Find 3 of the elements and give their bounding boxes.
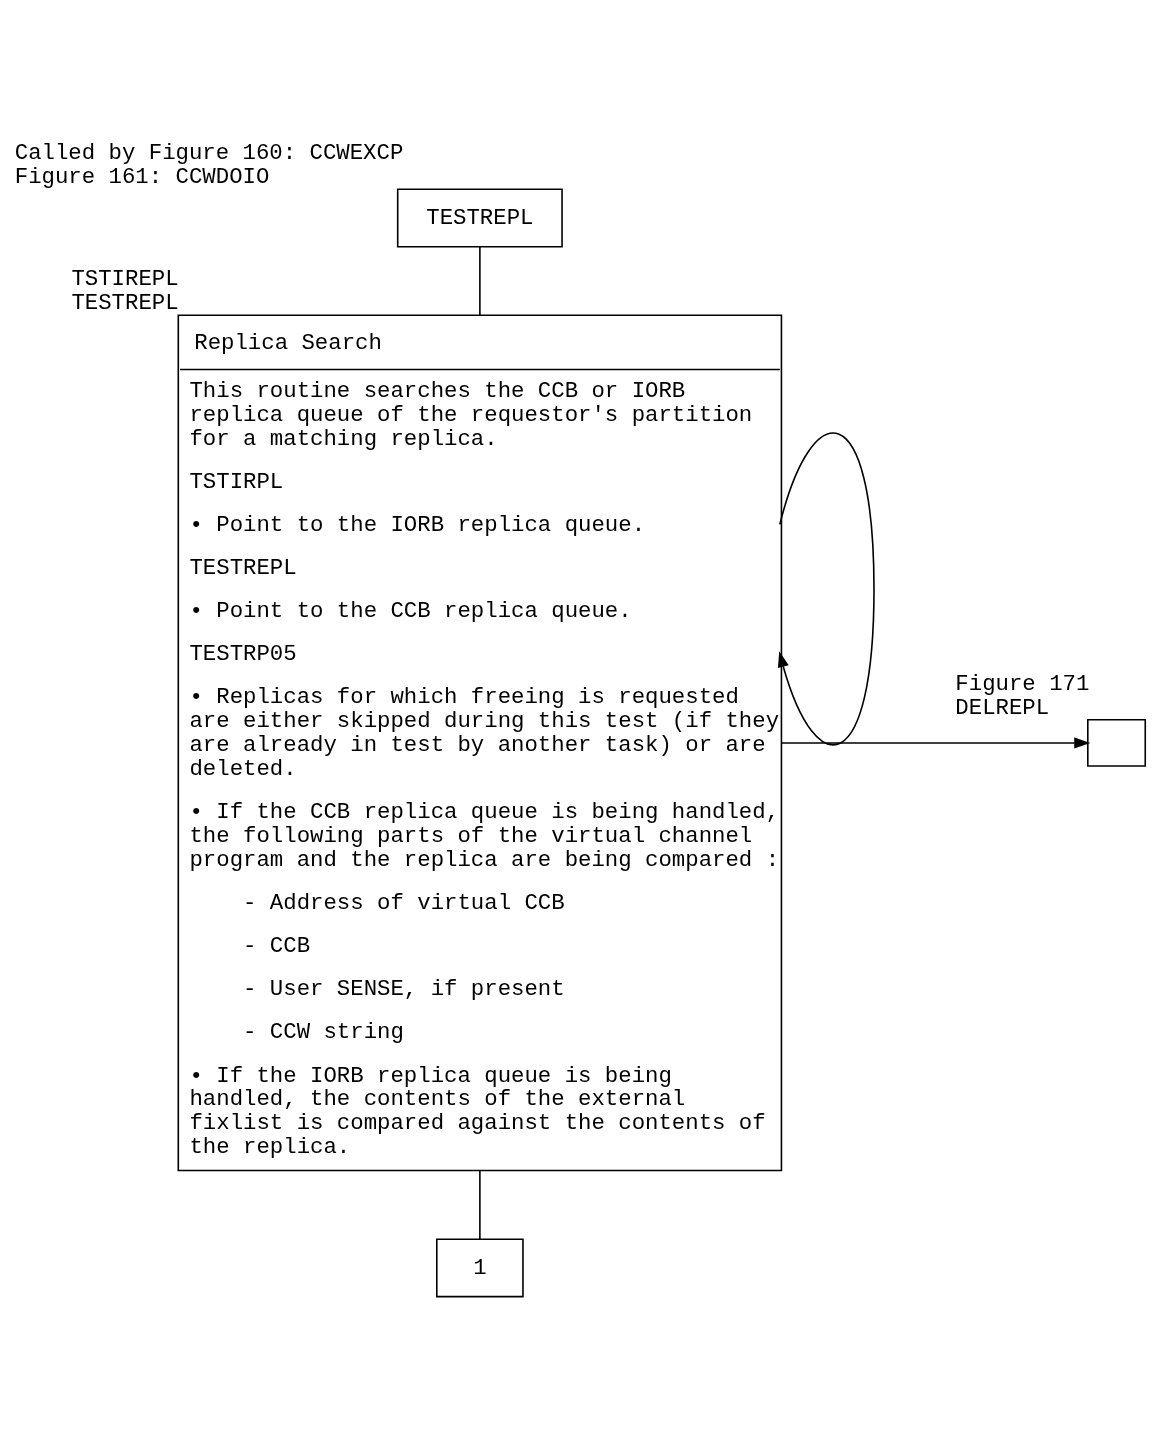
node-label: Called by Figure 160: CCWEXCP Figure 161: CCWDOIO xyxy=(14,140,404,191)
node-label: Figure 171 DELREPL xyxy=(955,670,1090,721)
node-label: TSTIREPL TESTREPL xyxy=(71,266,179,317)
